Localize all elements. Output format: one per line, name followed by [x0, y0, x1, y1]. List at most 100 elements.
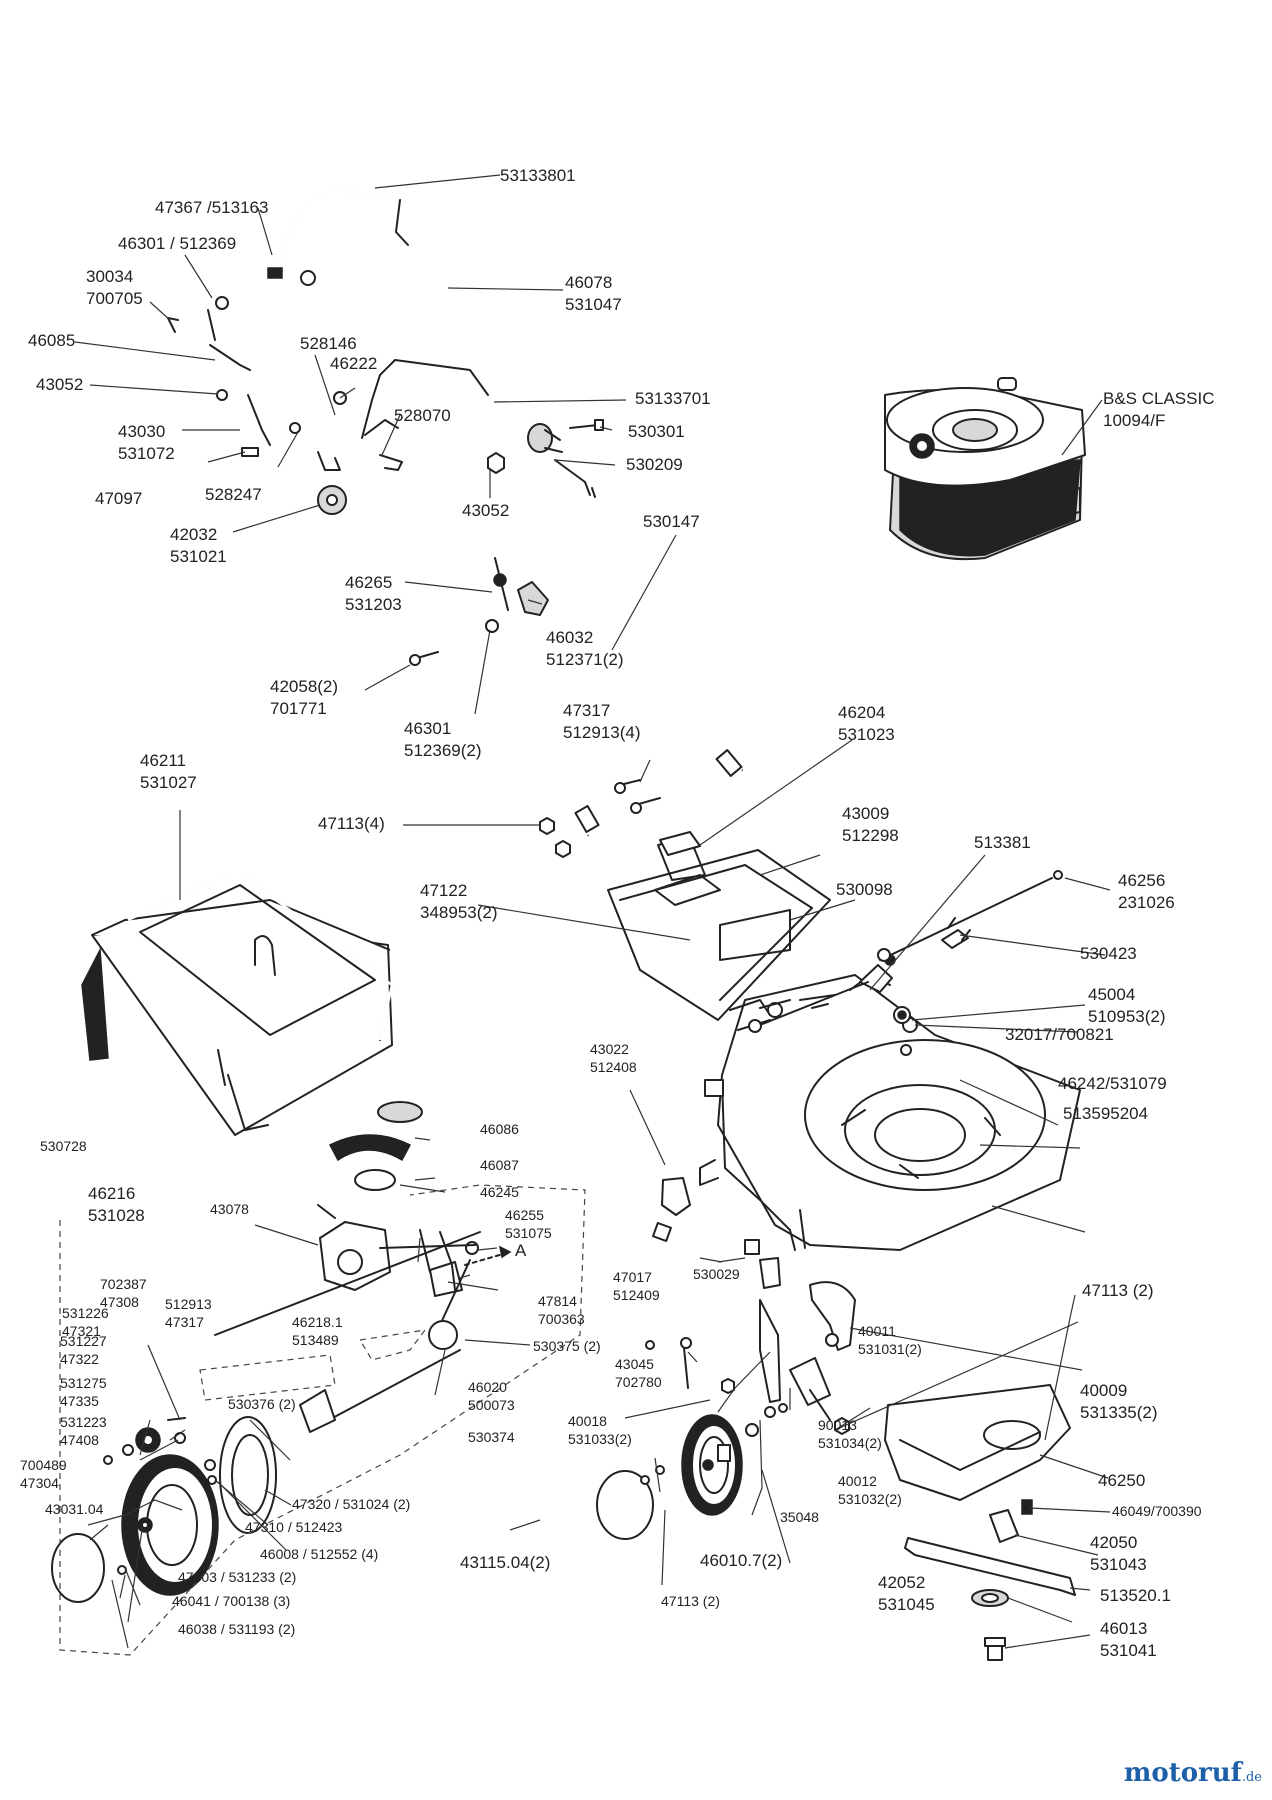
- part-label-46008: 46008 / 512552 (4): [260, 1546, 379, 1562]
- part-label-43045: 43045 702780: [615, 1356, 662, 1390]
- part-label-43022: 43022 512408: [590, 1041, 637, 1075]
- part-label-45004: 45004 510953(2): [1088, 985, 1166, 1026]
- part-label-46250: 46250: [1098, 1471, 1146, 1490]
- upper-handle: [276, 186, 588, 508]
- part-label-32017: 32017/700821: [1005, 1025, 1114, 1044]
- part-label-531223: 531223 47408: [60, 1414, 107, 1448]
- part-label-46013: 46013 531041: [1100, 1619, 1157, 1660]
- part-label-47367: 47367 /513163: [155, 198, 269, 217]
- part-label-46255: 46255 531075: [505, 1207, 552, 1241]
- part-label-46211: 46211 531027: [140, 751, 197, 792]
- part-label-46256: 46256 231026: [1118, 871, 1175, 912]
- watermark-brand: motoruf: [1123, 1758, 1242, 1788]
- upper-hardware: [167, 267, 604, 515]
- part-label-46038: 46038 / 531193 (2): [178, 1621, 296, 1637]
- rear-flap: [607, 831, 831, 1021]
- part-label-42058: 42058(2) 701771: [270, 677, 339, 718]
- part-label-35048: 35048: [780, 1509, 819, 1525]
- part-label-40012: 40012 531032(2): [838, 1473, 902, 1507]
- part-label-531275: 531275 47335: [60, 1375, 107, 1409]
- part-label-702387: 702387 47308: [100, 1276, 147, 1310]
- part-label-46049: 46049/700390: [1112, 1503, 1202, 1519]
- part-label-40018: 40018 531033(2): [568, 1413, 632, 1447]
- part-label-43009: 43009 512298: [842, 804, 899, 845]
- part-label-43115: 43115.04(2): [460, 1553, 551, 1572]
- part-label-513595204: 513595204: [1063, 1104, 1149, 1123]
- drive-assembly: [214, 1101, 481, 1433]
- leader-lines: [74, 174, 1111, 1649]
- part-label-46222: 46222: [330, 354, 378, 373]
- part-label-530728: 530728: [40, 1138, 87, 1154]
- part-label-46010: 46010.7(2): [700, 1551, 783, 1570]
- part-label-46085: 46085: [28, 331, 76, 350]
- part-label-43052-b: 43052: [462, 501, 510, 520]
- part-label-43052: 43052: [36, 375, 84, 394]
- lower-handle: [409, 547, 744, 858]
- part-label-43030: 43030 531072: [118, 422, 175, 463]
- deck-hardware: [748, 870, 1063, 1056]
- arrow-a: [464, 1245, 512, 1266]
- part-label-46265: 46265 531203: [345, 573, 402, 614]
- part-label-530375: 530375 (2): [533, 1338, 601, 1354]
- part-label-47317: 47317 512913(4): [563, 701, 641, 742]
- part-label-46087: 46087: [480, 1157, 519, 1173]
- part-label-46032: 46032 512371(2): [546, 628, 624, 669]
- part-label-531227: 531227 47322: [60, 1333, 107, 1367]
- grass-catcher: [81, 868, 394, 1136]
- part-label-530374: 530374: [468, 1429, 515, 1445]
- part-label-engine: B&S CLASSIC 10094/F: [1103, 389, 1215, 430]
- part-label-40011: 40011 531031(2): [858, 1323, 922, 1357]
- part-label-530147: 530147: [643, 512, 700, 531]
- part-label-700489: 700489 47304: [20, 1457, 67, 1491]
- part-label-530098: 530098: [836, 880, 893, 899]
- part-label-47097: 47097: [95, 489, 143, 508]
- drive-group-outline: [59, 1184, 586, 1656]
- part-label-53133701: 53133701: [635, 389, 711, 408]
- part-label-530376: 530376 (2): [228, 1396, 296, 1412]
- part-label-47122: 47122 348953(2): [420, 881, 498, 922]
- part-label-a: A: [515, 1241, 527, 1260]
- part-label-531226: 531226 47321: [62, 1305, 109, 1339]
- part-label-47814: 47814 700363: [538, 1293, 585, 1327]
- part-label-42032: 42032 531021: [170, 525, 227, 566]
- part-label-513520: 513520.1: [1100, 1586, 1171, 1605]
- part-label-43031: 43031.04: [45, 1501, 104, 1517]
- part-label-90013: 90013 531034(2): [818, 1417, 882, 1451]
- part-label-42052: 42052 531045: [878, 1573, 935, 1614]
- part-label-46216: 46216 531028: [88, 1184, 145, 1225]
- part-label-46245: 46245: [480, 1184, 519, 1200]
- part-label-46218: 46218.1 513489: [292, 1314, 343, 1348]
- part-label-46086: 46086: [480, 1121, 519, 1137]
- part-label-530423: 530423: [1080, 944, 1137, 963]
- part-label-47017: 47017 512409: [613, 1269, 660, 1303]
- part-label-53133801: 53133801: [500, 166, 576, 185]
- part-label-46020: 46020 500073: [468, 1379, 515, 1413]
- part-label-528070: 528070: [394, 406, 451, 425]
- part-label-47320: 47320 / 531024 (2): [292, 1496, 411, 1512]
- part-label-530029: 530029: [693, 1266, 740, 1282]
- part-label-530301: 530301: [628, 422, 685, 441]
- part-label-46204: 46204 531023: [838, 703, 895, 744]
- motoruf-watermark[interactable]: motoruf.de: [1124, 1758, 1262, 1788]
- part-label-47113-2: 47113 (2): [1082, 1281, 1154, 1300]
- part-label-40009: 40009 531335(2): [1080, 1381, 1158, 1422]
- part-label-512913: 512913 47317: [165, 1296, 212, 1330]
- part-label-528247: 528247: [205, 485, 262, 504]
- part-label-47113-2b: 47113 (2): [661, 1593, 720, 1609]
- part-label-46041: 46041 / 700138 (3): [172, 1593, 291, 1609]
- part-label-46078: 46078 531047: [565, 273, 622, 314]
- part-label-513381: 513381: [974, 833, 1031, 852]
- part-label-42050: 42050 531043: [1090, 1533, 1147, 1574]
- blade-assembly: [884, 1384, 1076, 1661]
- part-label-46242: 46242/531079: [1058, 1074, 1167, 1093]
- part-label-47303: 47303 / 531233 (2): [178, 1569, 297, 1585]
- left-wheels: [51, 1416, 277, 1603]
- cutter-deck: [699, 964, 1081, 1251]
- watermark-tld: .de: [1241, 1770, 1262, 1785]
- part-label-30034: 30034 700705: [86, 267, 143, 308]
- part-label-530209: 530209: [626, 455, 683, 474]
- part-label-47310: 47310 / 512423: [245, 1519, 343, 1535]
- part-label-528146: 528146: [300, 334, 357, 353]
